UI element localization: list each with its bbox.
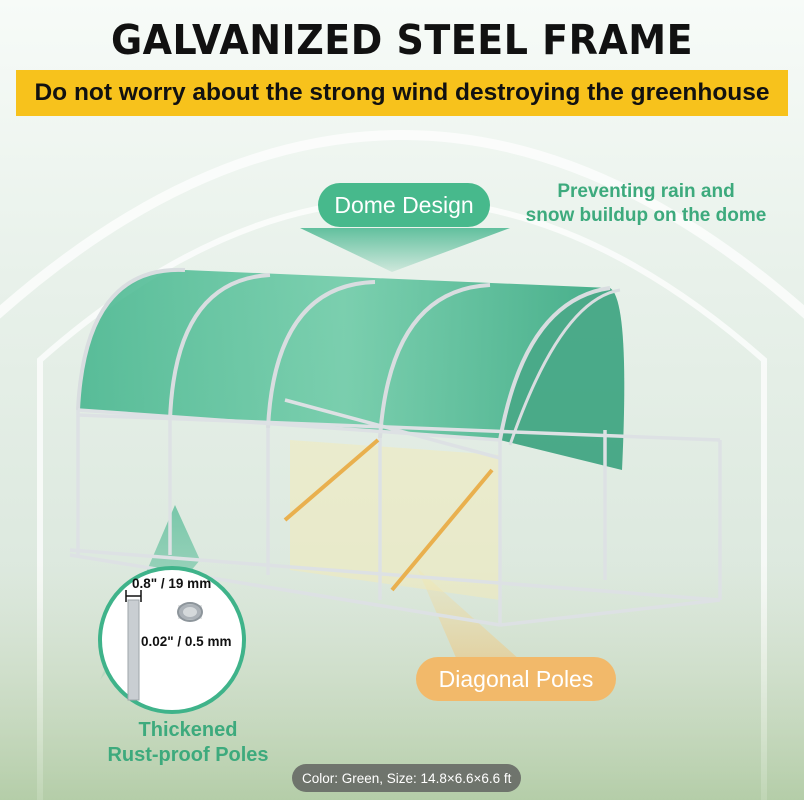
diagonal-poles bbox=[283, 438, 494, 592]
poles-note-line1: Thickened bbox=[138, 719, 238, 741]
frame-arches bbox=[76, 267, 621, 446]
headline: GALVANIZED STEEL FRAME bbox=[110, 16, 694, 64]
diagonal-poles-label: Diagonal Poles bbox=[416, 657, 616, 701]
frame-poles bbox=[69, 398, 722, 627]
rain-note: Preventing rain and snow buildup on the … bbox=[508, 180, 784, 228]
subheadline-banner: Do not worry about the strong wind destr… bbox=[16, 70, 788, 116]
dome-design-label: Dome Design bbox=[318, 183, 490, 227]
diameter-label: 0.8" / 19 mm bbox=[132, 576, 212, 591]
dome-beam bbox=[300, 228, 510, 272]
product-spec: Color: Green, Size: 14.8×6.6×6.6 ft bbox=[292, 764, 522, 792]
poles-note-line2: Rust-proof Poles bbox=[107, 744, 269, 766]
subheadline: Do not worry about the strong wind destr… bbox=[34, 79, 770, 106]
dome-cover bbox=[78, 269, 610, 440]
thickness-label: 0.02" / 0.5 mm bbox=[141, 634, 232, 649]
rain-note-line1: Preventing rain and bbox=[557, 181, 735, 202]
poles-note: Thickened Rust-proof Poles bbox=[88, 718, 288, 768]
rain-note-line2: snow buildup on the dome bbox=[525, 205, 767, 226]
